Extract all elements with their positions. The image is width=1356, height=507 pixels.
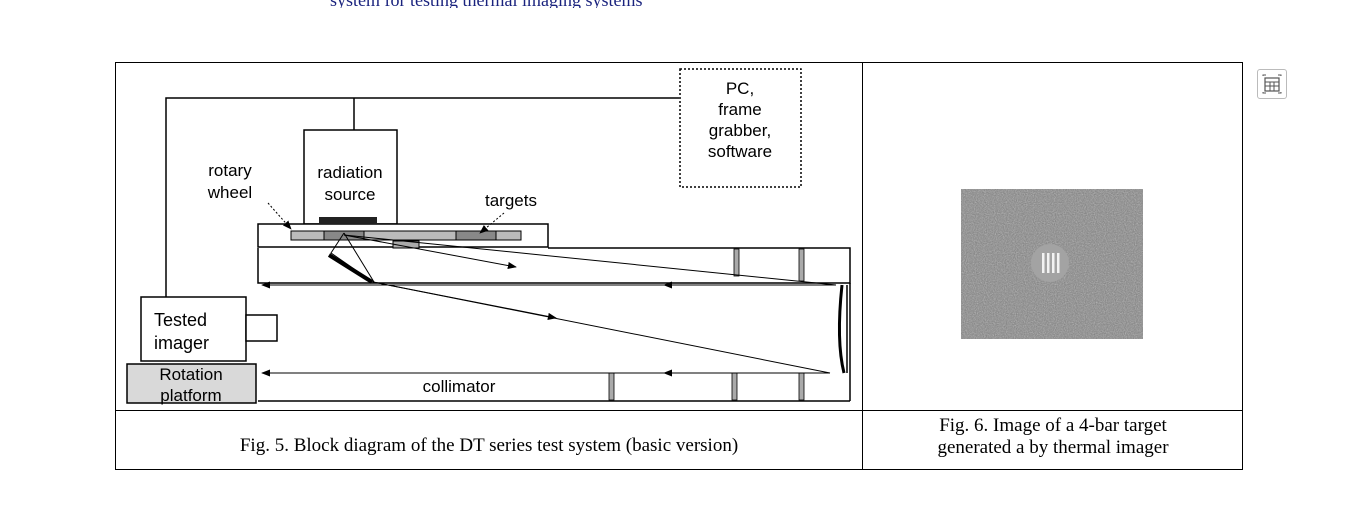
pc-box xyxy=(679,68,802,188)
radiation-label-1: radiation xyxy=(317,163,382,182)
figure-table: PC, frame grabber, software radiation so… xyxy=(115,62,1243,470)
target-bar-1 xyxy=(1042,253,1045,273)
targets-leader xyxy=(479,212,505,234)
target-bar-3 xyxy=(1052,253,1055,273)
cropped-heading-text: system for testing thermal imaging syste… xyxy=(330,0,1050,8)
fig5-caption: Fig. 5. Block diagram of the DT series t… xyxy=(239,435,739,456)
rotary-wheel xyxy=(290,230,522,241)
radiation-label-2: source xyxy=(324,185,375,204)
target-bar-4 xyxy=(1057,253,1060,273)
tested-imager-box xyxy=(140,296,247,362)
baffle-1 xyxy=(733,248,740,277)
primary-mirror xyxy=(837,284,846,374)
target-slot-2 xyxy=(455,230,497,241)
rotary-label-2: wheel xyxy=(207,183,252,202)
cropped-heading: system for testing thermal imaging syste… xyxy=(330,0,1050,8)
column-divider xyxy=(862,63,863,469)
rotation-platform xyxy=(126,363,257,404)
pc-label-2: frame xyxy=(718,100,761,119)
thermal-image xyxy=(961,189,1143,339)
targets-label: targets xyxy=(485,191,537,210)
pc-label-3: grabber, xyxy=(709,121,771,140)
folding-mirror xyxy=(327,253,374,284)
rotary-label-1: rotary xyxy=(208,161,252,180)
fig6-caption-line-1: Fig. 6. Image of a 4-bar target xyxy=(939,415,1167,436)
row-divider xyxy=(116,410,1242,411)
rotation-label-1: Rotation xyxy=(159,365,222,384)
block-diagram: PC, frame grabber, software radiation so… xyxy=(126,68,851,405)
rotary-leader xyxy=(267,202,292,230)
target-bar-2 xyxy=(1047,253,1050,273)
signal-wire xyxy=(165,97,679,297)
baffle-5 xyxy=(798,372,805,401)
rotation-label-2: platform xyxy=(160,386,221,405)
ray-lower-arrow xyxy=(372,281,557,320)
imager-lens xyxy=(245,314,278,342)
pc-label-1: PC, xyxy=(726,79,754,98)
pc-label-4: software xyxy=(708,142,772,161)
target-disc xyxy=(1031,244,1069,282)
baffle-3 xyxy=(608,372,615,401)
collimator-label: collimator xyxy=(423,377,496,396)
source-emitter xyxy=(319,217,377,223)
ray-upper-arrow xyxy=(343,234,517,270)
table-icon[interactable] xyxy=(1257,69,1287,99)
fig6-caption: Fig. 6. Image of a 4-bar target generate… xyxy=(863,415,1243,459)
tested-label-1: Tested xyxy=(154,310,207,330)
tested-label-2: imager xyxy=(154,333,209,353)
radiation-source-box xyxy=(303,129,398,225)
baffle-4 xyxy=(731,372,738,401)
table-icon-glyph xyxy=(1262,74,1282,94)
baffle-2 xyxy=(798,248,805,282)
fig6-caption-line-2: generated a by thermal imager xyxy=(937,437,1169,458)
ray-upper xyxy=(343,234,837,286)
